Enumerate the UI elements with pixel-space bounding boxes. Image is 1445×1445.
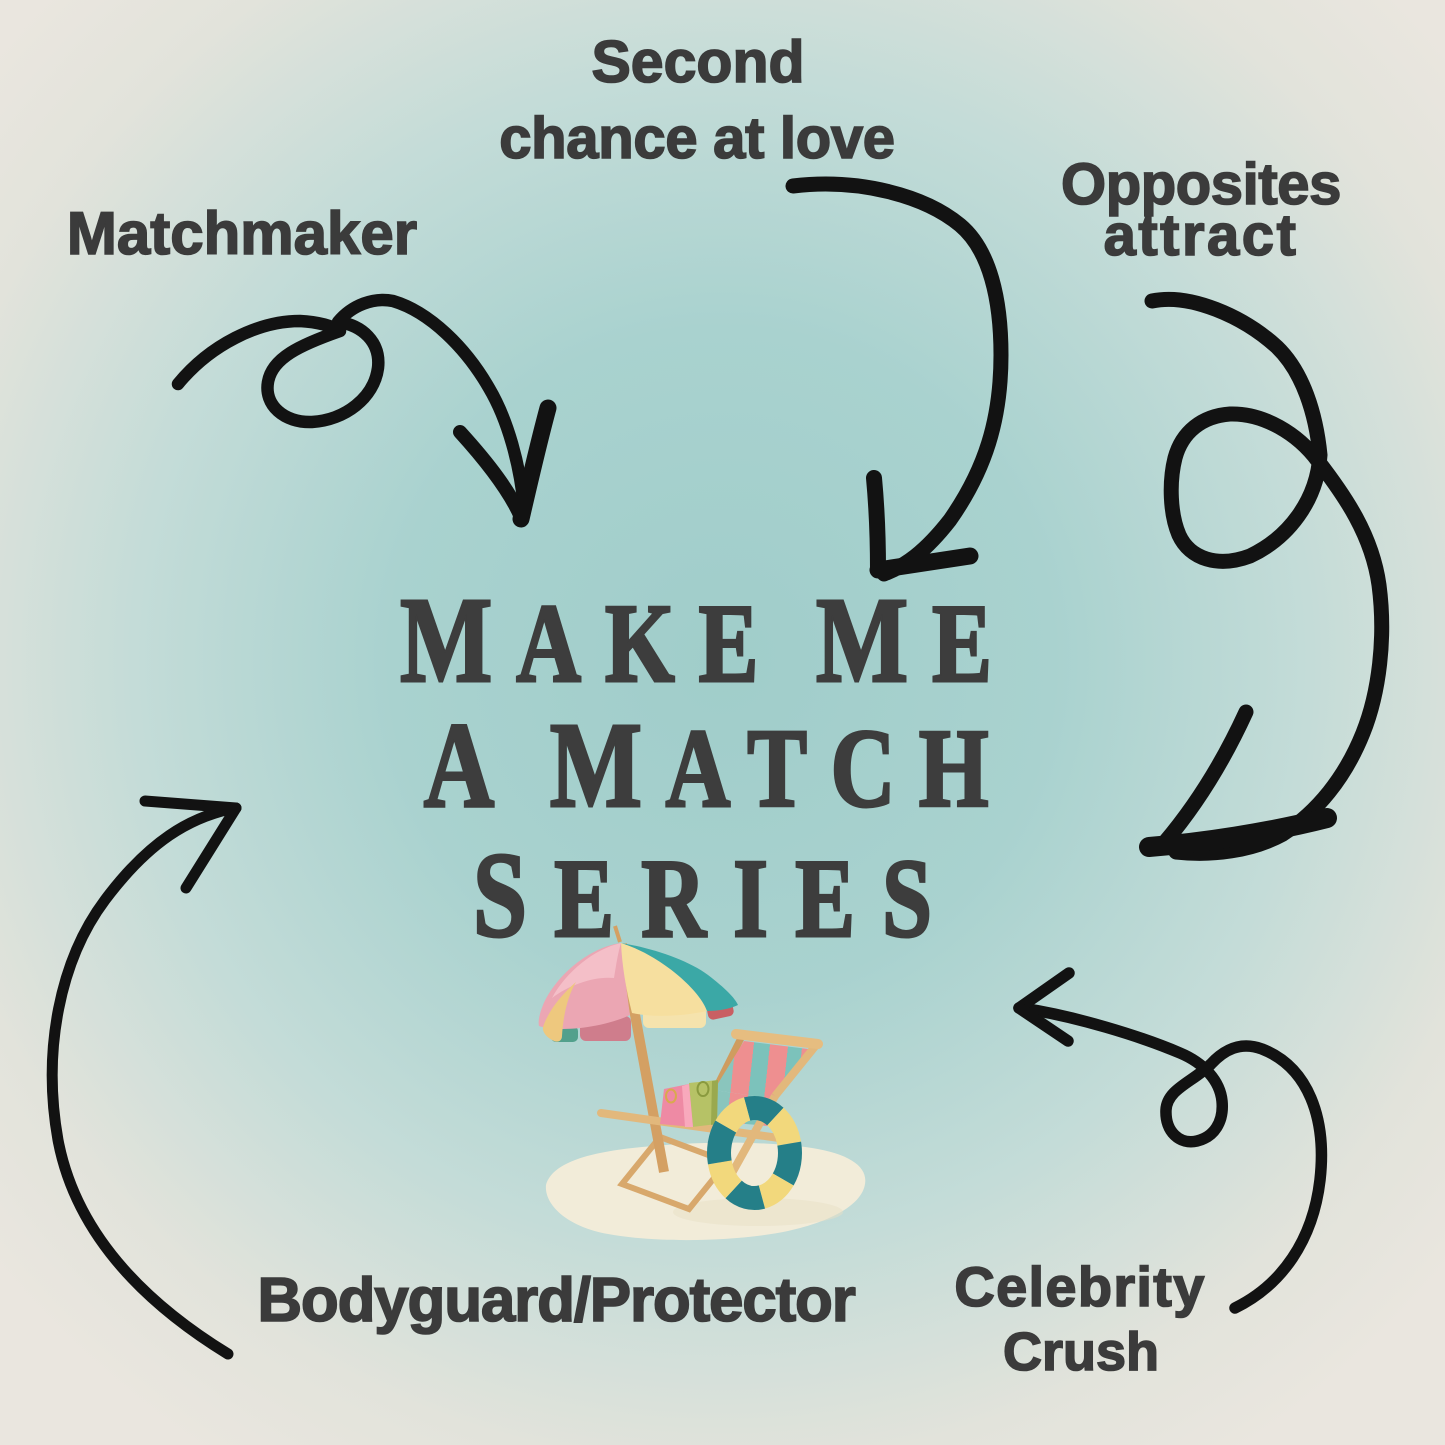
svg-text:Crush: Crush xyxy=(1003,1322,1159,1382)
svg-text:chance at love: chance at love xyxy=(499,106,895,171)
svg-text:Second: Second xyxy=(591,29,804,95)
svg-text:Celebrity: Celebrity xyxy=(954,1255,1205,1318)
svg-text:Opposites: Opposites xyxy=(1061,152,1341,217)
svg-text:SERIES: SERIES xyxy=(473,828,959,963)
svg-text:Matchmaker: Matchmaker xyxy=(67,200,417,267)
svg-text:attract: attract xyxy=(1104,203,1299,268)
svg-text:Bodyguard/Protector: Bodyguard/Protector xyxy=(257,1266,855,1335)
